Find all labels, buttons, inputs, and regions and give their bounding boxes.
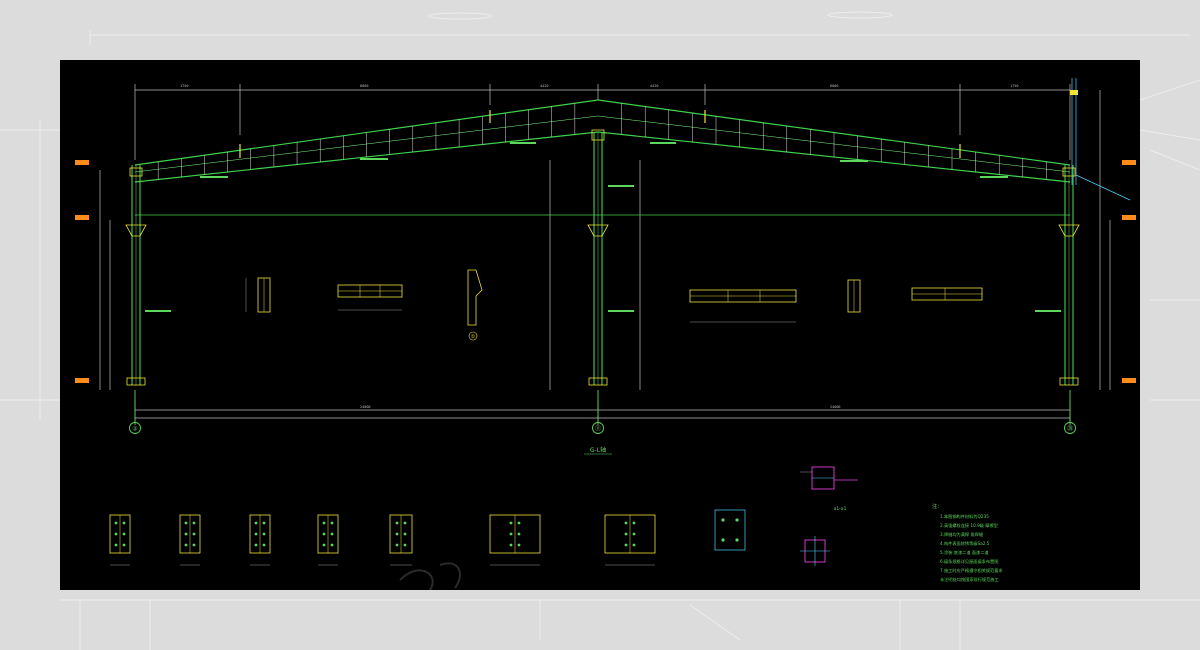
section-detail-a1 [800,466,858,566]
eave-plate [1070,90,1078,95]
connection-detail [389,514,413,566]
axis-label-middle: ⑪ [595,425,601,433]
grid-axis-markers [129,390,1076,434]
stiffener-detail [467,269,483,341]
level-markers [75,160,1136,383]
note-line: 7.施工时应严格遵守相关规范要求 [940,567,1003,574]
note-line: 6.檩条规格详见屋面檩条布置图 [940,558,998,565]
rafter-splices [239,110,961,158]
note-line: 1.本图钢构件材料为Q235 [940,513,989,520]
beam-detail-2 [689,289,797,323]
svg-text:24000: 24000 [830,405,841,409]
gutter-detail [1071,78,1131,201]
watermark-logo [399,562,461,590]
connection-detail [179,514,201,566]
note-line: 2.高强螺栓连接 10.9级 摩擦型 [940,522,998,529]
end-plate-detail-2 [847,279,861,313]
connection-plates [125,129,1080,386]
middle-column [593,132,603,385]
svg-text:1750: 1750 [1010,84,1018,88]
left-column [131,165,141,385]
note-line: 5.涂装:底漆二道 面漆二道 [940,549,989,556]
right-column [1064,165,1074,385]
general-notes: 注： 1.本图钢构件材料为Q235 2.高强螺栓连接 10.9级 摩擦型 3.焊… [932,503,1003,583]
svg-text:24000: 24000 [360,405,371,409]
connection-detail [109,514,131,566]
section-title: G-L轴 [590,446,606,454]
connection-detail [489,514,541,566]
note-line: 3.焊缝均为满焊 角焊缝 [940,531,984,538]
svg-text:6000: 6000 [830,84,838,88]
svg-text:6000: 6000 [360,84,368,88]
svg-text:4420: 4420 [650,84,658,88]
node-mark: ① [471,334,476,340]
connection-detail [604,514,656,566]
purlin-ticks [157,103,1047,180]
connection-detail [317,514,339,566]
dimension-lines [99,84,1111,425]
note-line: 未注明处均按国家现行规范施工 [940,576,999,583]
beam-detail-1 [337,284,403,311]
connection-details-row [109,514,656,566]
axis-label-left: ② [132,426,138,433]
end-plate-detail-1 [245,277,271,313]
svg-text:4420: 4420 [540,84,548,88]
svg-text:1750: 1750 [180,84,188,88]
note-line: 4.构件表面除锈等级Sa2.5 [940,540,990,547]
notes-heading: 注： [932,503,942,510]
detail-label-a1: a1-a1 [834,506,847,512]
member-annotations [145,142,1061,312]
beam-detail-3 [911,287,983,301]
connection-detail [249,514,271,566]
base-plate-detail [714,509,746,551]
axis-label-right: ⑳ [1067,425,1073,433]
